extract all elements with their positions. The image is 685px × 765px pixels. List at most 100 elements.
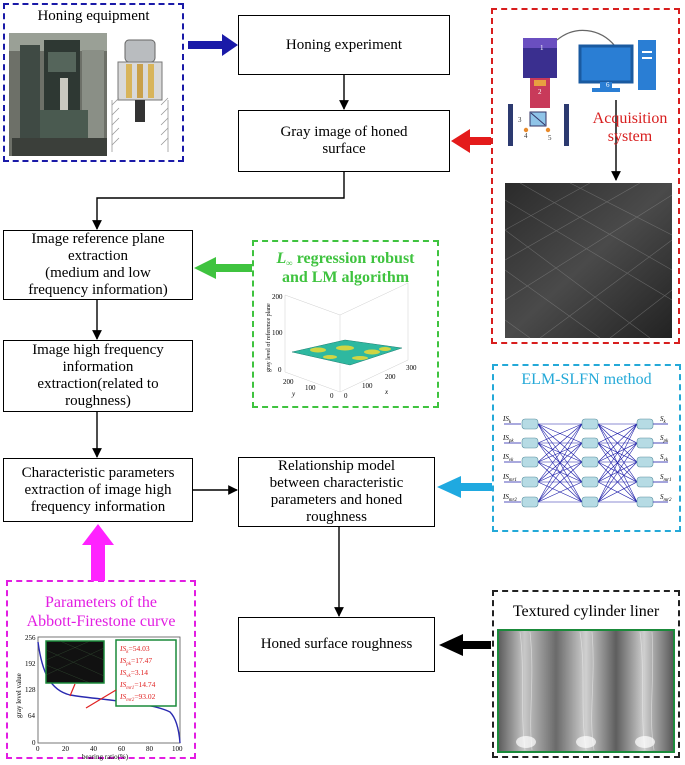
reference-plane-box: Image reference plane extraction (medium… bbox=[3, 230, 193, 300]
abbott-plot-frame bbox=[37, 636, 181, 744]
relationship-label-1: Relationship model bbox=[277, 458, 396, 474]
abbott-x-tick-1: 20 bbox=[62, 745, 70, 753]
abbott-params-box bbox=[115, 639, 177, 707]
relationship-label-3: parameters and honed bbox=[270, 492, 403, 508]
elm-output-label: Smr2 bbox=[660, 493, 672, 503]
abbott-y-tick-2: 128 bbox=[25, 686, 36, 694]
honing-experiment-label: Honing experiment bbox=[285, 36, 403, 53]
relationship-label-4: roughness bbox=[306, 509, 367, 525]
abbott-x-tick-2: 40 bbox=[90, 745, 98, 753]
reg-y-label: y bbox=[291, 390, 296, 398]
black-block-arrow bbox=[439, 634, 491, 656]
elm-connection bbox=[597, 423, 638, 444]
elm-input-label: ISk bbox=[502, 415, 512, 425]
ref-plane-label-2: extraction bbox=[68, 248, 128, 264]
reg-x-tick-0: 300 bbox=[406, 364, 417, 372]
high-freq-label-4: roughness) bbox=[65, 393, 131, 409]
honing-head-drawing bbox=[111, 39, 169, 152]
cyan-block-arrow bbox=[437, 476, 492, 498]
abbott-y-tick-0: 256 bbox=[25, 634, 36, 642]
elm-output-label: Svk bbox=[660, 453, 669, 463]
abbott-x-tick-4: 80 bbox=[146, 745, 154, 753]
high-frequency-box: Image high frequency information extract… bbox=[3, 340, 193, 412]
machine-photo bbox=[9, 33, 107, 156]
char-params-label-2: extraction of image high bbox=[24, 481, 172, 498]
elm-node bbox=[581, 476, 599, 488]
relationship-label-2: between characteristic bbox=[269, 475, 404, 491]
elm-connection bbox=[597, 423, 638, 463]
ref-plane-label-4: frequency information) bbox=[28, 282, 168, 298]
elm-connection bbox=[537, 423, 583, 503]
left-plate bbox=[508, 104, 513, 146]
regression-var: L bbox=[276, 250, 287, 267]
elm-panel bbox=[492, 364, 681, 532]
elm-connection bbox=[597, 442, 638, 503]
acq-num-5: 5 bbox=[548, 134, 552, 142]
regression-title-text: regression robust bbox=[292, 250, 415, 267]
elm-node bbox=[581, 418, 599, 430]
abbott-y-label: gray level value bbox=[15, 673, 23, 718]
abbott-y-tick-1: 192 bbox=[25, 660, 36, 668]
elm-connection bbox=[537, 442, 583, 503]
elm-node bbox=[521, 456, 539, 468]
acq-num-2: 2 bbox=[538, 88, 542, 96]
elm-output-label: Spk bbox=[660, 434, 669, 444]
elm-output-label: Smr1 bbox=[660, 473, 672, 483]
ref-plane-label-3: (medium and low bbox=[45, 265, 151, 281]
elm-input-label: ISvk bbox=[502, 453, 514, 463]
elm-connection bbox=[597, 481, 638, 503]
elm-input-label: ISmr2 bbox=[502, 493, 517, 503]
honing-equipment-title: Honing equipment bbox=[37, 8, 150, 24]
honing-experiment-box: Honing experiment bbox=[238, 15, 450, 75]
red-block-arrow bbox=[451, 129, 491, 153]
abbott-param-0: ISk=54.03 bbox=[119, 644, 150, 655]
roughness-label: Honed surface roughness bbox=[260, 636, 413, 652]
elm-title: ELM-SLFN method bbox=[521, 371, 652, 388]
abbott-param-3: ISmr1=14.74 bbox=[119, 680, 156, 691]
reg-x-label: x bbox=[384, 388, 389, 396]
ref-plane-label-1: Image reference plane bbox=[31, 231, 165, 247]
liner-title: Textured cylinder liner bbox=[512, 603, 660, 620]
arrow-gray-to-ref bbox=[92, 172, 345, 230]
gray-image-label-2: surface bbox=[322, 141, 366, 157]
monitor-icon bbox=[578, 44, 634, 84]
elm-input-label: ISpk bbox=[502, 434, 514, 444]
abbott-param-4: ISmr2=93.02 bbox=[119, 692, 156, 703]
elm-connection bbox=[537, 442, 583, 463]
high-freq-label-2: information bbox=[62, 359, 134, 375]
acq-num-1: 1 bbox=[540, 44, 544, 52]
abbott-y-tick-4: 0 bbox=[32, 739, 36, 747]
acquisition-title-line1: Acquisition bbox=[592, 110, 668, 127]
abbott-x-tick-0: 0 bbox=[36, 745, 40, 753]
acq-num-4: 4 bbox=[524, 132, 528, 140]
char-params-label-3: frequency information bbox=[30, 498, 166, 515]
acq-num-6: 6 bbox=[606, 81, 610, 89]
roughness-box: Honed surface roughness bbox=[238, 617, 435, 672]
elm-node bbox=[581, 456, 599, 468]
gray-image-label-1: Gray image of honed bbox=[280, 124, 408, 140]
abbott-param-1: ISpk=17.47 bbox=[119, 656, 152, 667]
elm-input-label: ISmr1 bbox=[502, 473, 517, 483]
elm-node bbox=[521, 476, 539, 488]
elm-output-label: Sk bbox=[660, 415, 667, 425]
gray-image-box: Gray image of honed surface bbox=[238, 110, 450, 172]
regression-title-line1: L∞ regression robust bbox=[252, 250, 439, 268]
elm-node bbox=[521, 496, 539, 508]
reg-z-label: gray level of reference plane bbox=[265, 303, 272, 372]
elm-node bbox=[521, 418, 539, 430]
regression-title-line2: and LM algorithm bbox=[281, 269, 410, 286]
reg-x-tick-2: 100 bbox=[362, 382, 373, 390]
liner-panel bbox=[492, 590, 680, 758]
right-plate bbox=[564, 104, 569, 146]
char-params-label-1: Characteristic parameters bbox=[21, 464, 175, 481]
characteristic-params-box: Characteristic parameters extraction of … bbox=[3, 458, 193, 522]
honing-equipment-panel bbox=[3, 3, 184, 162]
acquisition-panel bbox=[491, 8, 680, 344]
relationship-model-box: Relationship model between characteristi… bbox=[238, 457, 435, 527]
reg-x-tick-1: 200 bbox=[385, 373, 396, 381]
